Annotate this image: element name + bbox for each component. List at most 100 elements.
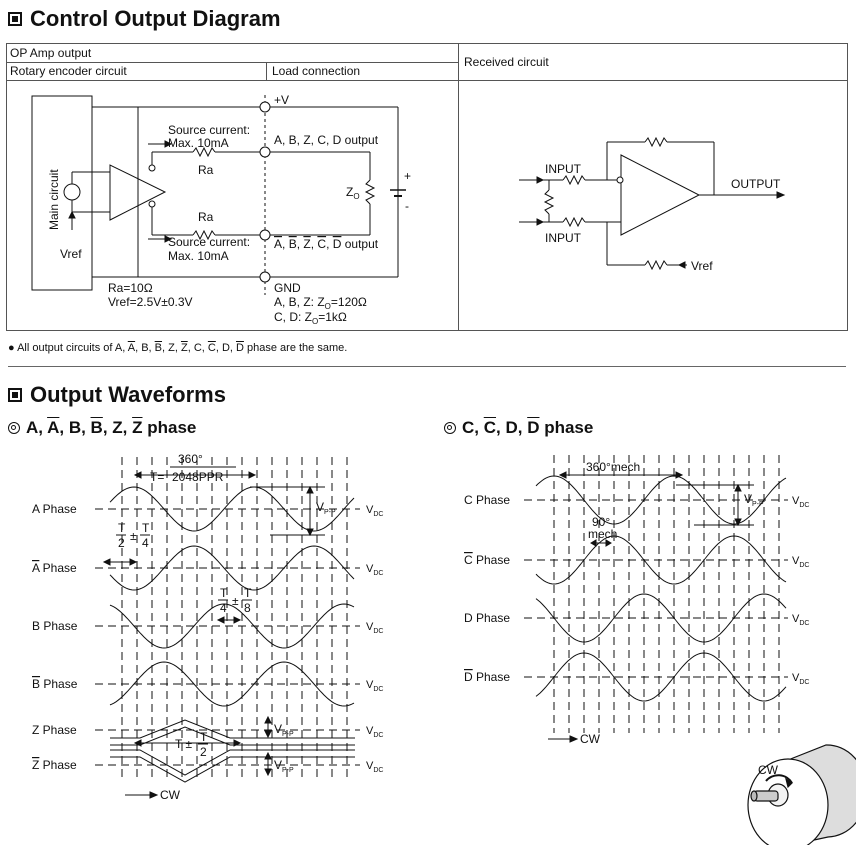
vdc-label-0: VDC bbox=[366, 504, 383, 518]
z-width-label: T ± bbox=[175, 737, 192, 751]
battery-minus: - bbox=[405, 199, 409, 213]
ra-label-top: Ra bbox=[198, 163, 214, 177]
vdc-label-1: VDC bbox=[366, 563, 383, 577]
mech90-label-b: mech bbox=[588, 527, 617, 541]
period-denominator: 2048PPR bbox=[172, 470, 224, 484]
source-current-bottom: Source current: bbox=[168, 235, 250, 249]
waveform-2 bbox=[535, 593, 787, 643]
vpp-label-z: VP-P bbox=[274, 722, 294, 738]
z-t-num: T bbox=[200, 730, 208, 744]
impedance-abz: A, B, Z: ZO=120Ω bbox=[274, 295, 367, 311]
section-divider bbox=[8, 366, 846, 367]
waveform-zbar bbox=[110, 749, 355, 776]
vdc-label-3: VDC bbox=[792, 672, 809, 686]
output-waveforms-title: Output Waveforms bbox=[8, 382, 226, 408]
t8-num: T bbox=[244, 586, 252, 600]
t4-num: T bbox=[220, 586, 228, 600]
encoder-cw-label: CW bbox=[758, 763, 779, 777]
vdc-label-2: VDC bbox=[366, 621, 383, 635]
main-circuit-label: Main circuit bbox=[47, 169, 61, 230]
divider-h3 bbox=[266, 62, 267, 80]
battery-plus: + bbox=[404, 169, 411, 183]
waveform-0 bbox=[109, 486, 355, 532]
phase-label-1: A Phase bbox=[32, 561, 77, 575]
output-label-abcd: A, B, Z, C, D output bbox=[274, 133, 379, 147]
abz-phase-heading: A, A, B, B, Z, Z phase bbox=[8, 418, 196, 438]
vref-value: Vref=2.5V±0.3V bbox=[108, 295, 193, 309]
source-current-top: Source current: bbox=[168, 123, 250, 137]
divider-h2 bbox=[6, 80, 848, 81]
z-t-den: 2 bbox=[200, 745, 207, 759]
cw-label-right: CW bbox=[580, 732, 601, 746]
plus-v-label: +V bbox=[274, 93, 289, 107]
mech360-label: 360°mech bbox=[586, 460, 640, 474]
cd-phase-heading: C, C, D, D phase bbox=[444, 418, 593, 438]
vdc-label-3: VDC bbox=[366, 679, 383, 693]
waveform-3 bbox=[535, 652, 787, 702]
t8-den: 8 bbox=[244, 601, 251, 615]
t4-den: 4 bbox=[220, 601, 227, 615]
encoder-illustration bbox=[747, 744, 856, 845]
phase-label-4: Z Phase bbox=[32, 723, 77, 737]
zo-label: ZO bbox=[346, 185, 360, 201]
op-amp-header: OP Amp output bbox=[10, 46, 92, 60]
output-label-inverted: A, B, Z, C, D output bbox=[274, 237, 379, 251]
phase-label-0: C Phase bbox=[464, 493, 510, 507]
quarter-t-den: 4 bbox=[142, 536, 149, 550]
waveform-1 bbox=[535, 535, 787, 585]
input-label-top: INPUT bbox=[545, 162, 582, 176]
phase-label-5: Z Phase bbox=[32, 758, 77, 772]
vdc-label-5: VDC bbox=[366, 760, 383, 774]
mech90-label-a: 90° bbox=[592, 515, 610, 529]
double-circle-icon bbox=[8, 422, 20, 434]
received-circuit-diagram: INPUT INPUT OUTPUT Vref bbox=[519, 136, 786, 273]
load-connection-header: Load connection bbox=[272, 64, 361, 78]
waveform-0 bbox=[535, 475, 787, 525]
ra-label-bottom: Ra bbox=[198, 210, 214, 224]
received-circuit-header: Received circuit bbox=[464, 55, 549, 69]
cw-label-left: CW bbox=[160, 788, 181, 802]
waveform-2 bbox=[109, 603, 355, 649]
max-current-bottom: Max. 10mA bbox=[168, 249, 229, 263]
rotary-encoder-header: Rotary encoder circuit bbox=[10, 64, 127, 78]
phase-label-3: B Phase bbox=[32, 677, 78, 691]
receiver-op-amp-symbol bbox=[620, 154, 701, 236]
vpp-label-a: VP-P bbox=[316, 500, 336, 516]
impedance-cd: C, D: ZO=1kΩ bbox=[274, 310, 347, 326]
double-circle-icon bbox=[444, 422, 456, 434]
phase-label-3: D Phase bbox=[464, 670, 510, 684]
divider-vertical bbox=[458, 43, 459, 331]
waveform-z-top bbox=[110, 726, 355, 746]
vpp-label-zbar: VP-P bbox=[274, 758, 294, 774]
waveform-3 bbox=[109, 661, 355, 707]
vref-label: Vref bbox=[60, 247, 82, 261]
square-bullet-icon bbox=[8, 12, 22, 26]
vdc-label-0: VDC bbox=[792, 495, 809, 509]
divider-h1 bbox=[6, 62, 458, 63]
waveform-zbar-bottom bbox=[110, 756, 355, 783]
period-label: T= bbox=[150, 470, 164, 484]
quarter-t-num: T bbox=[142, 521, 150, 535]
waveform-1 bbox=[109, 545, 355, 591]
vdc-label-2: VDC bbox=[792, 613, 809, 627]
input-label-bottom: INPUT bbox=[545, 231, 582, 245]
period-numerator: 360° bbox=[178, 452, 203, 466]
max-current-top: Max. 10mA bbox=[168, 136, 229, 150]
phase-label-2: D Phase bbox=[464, 611, 510, 625]
op-amp-symbol bbox=[109, 164, 167, 221]
main-circuit-box bbox=[31, 95, 93, 291]
ra-value: Ra=10Ω bbox=[108, 281, 153, 295]
square-bullet-icon bbox=[8, 388, 22, 402]
vpp-label-c: VP-P bbox=[744, 492, 764, 508]
waveform-z bbox=[110, 719, 355, 739]
receiver-vref-label: Vref bbox=[691, 259, 713, 273]
ac-source-icon bbox=[63, 183, 81, 201]
vdc-label-1: VDC bbox=[792, 555, 809, 569]
gnd-label: GND bbox=[274, 281, 301, 295]
plus-minus-1: ± bbox=[130, 529, 137, 543]
waveforms-title-text: Output Waveforms bbox=[30, 382, 226, 407]
control-output-diagram-title: Control Output Diagram bbox=[8, 6, 281, 32]
vdc-label-4: VDC bbox=[366, 725, 383, 739]
